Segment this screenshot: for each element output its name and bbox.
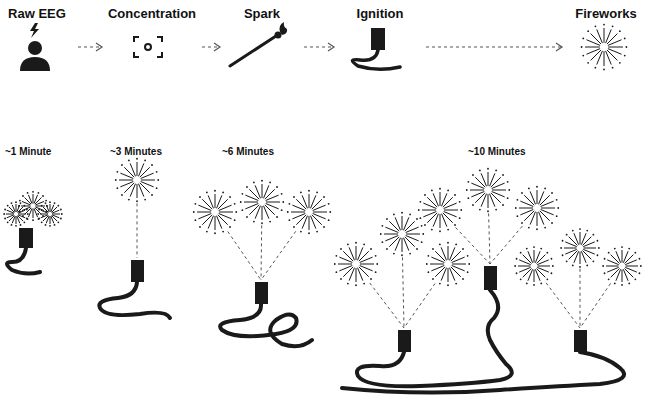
launch-trail [261,225,263,280]
firework-burst [380,212,424,256]
firework-burst [115,158,159,202]
firework-tube [484,266,497,290]
flow-arrow [78,43,102,51]
step-label: Ignition [338,0,422,22]
launch-trail [490,226,522,264]
step-icon [338,22,418,72]
launch-trail [370,283,404,328]
duration-label: ~10 Minutes [468,146,526,158]
firework-tube [398,330,411,352]
flow-arrow [202,43,220,51]
step-label: Spark [224,0,300,22]
step-icon [566,22,642,72]
flow-arrow [426,43,562,51]
process-step: Concentration [106,0,198,72]
launch-trail [489,213,490,264]
fuse [357,290,512,386]
launch-trail [261,231,296,280]
firework-tube [255,282,268,304]
firework-burst [334,242,378,286]
firework-burst [581,24,628,71]
fuse [7,248,40,274]
launch-trail [546,283,580,328]
duration-label: ~6 Minutes [222,146,274,158]
process-step: Ignition [338,0,422,72]
process-step: Raw EEG [0,0,74,72]
firework-burst [193,190,237,234]
firework-burst [560,228,600,268]
duration-label: ~3 Minutes [110,146,162,158]
firework-burst [426,242,470,286]
step-label: Concentration [106,0,198,22]
process-step: Fireworks [566,0,646,72]
flow-arrow [304,43,334,51]
firework-burst [18,191,48,221]
firework-burst [514,246,554,286]
launch-trail [580,269,581,328]
fuse [220,304,312,346]
duration-label: ~1 Minute [5,146,51,158]
launch-trail [580,283,611,328]
step-label: Raw EEG [0,0,74,22]
firework-burst [240,180,284,224]
firework-burst [37,201,62,226]
firework-burst [602,246,642,286]
step-label: Fireworks [566,0,646,22]
firework-burst [466,168,510,212]
firework-burst [287,190,331,234]
process-step: Spark [224,0,300,72]
firework-tube [19,228,33,248]
step-icon [224,22,296,72]
launch-trail [402,257,404,328]
step-icon [106,22,190,72]
launch-trail [404,283,435,328]
firework-burst [515,186,559,230]
launch-trail [137,203,138,258]
firework-tube [131,260,144,282]
fuse [342,352,624,393]
step-icon [0,22,70,72]
fuse [99,282,170,318]
firework-tube [574,330,587,352]
launch-trail [228,232,261,280]
firework-burst [418,188,462,232]
